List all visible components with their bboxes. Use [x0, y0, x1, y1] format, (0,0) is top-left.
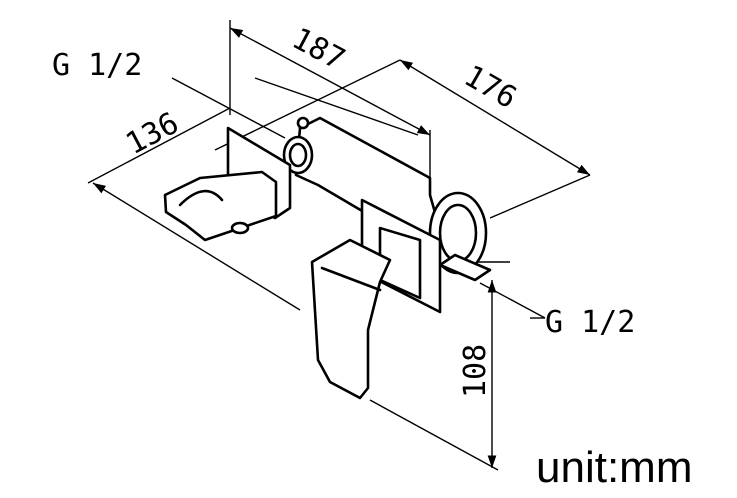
dim-176-label: 176 [458, 59, 522, 116]
dim-line-136 [92, 182, 301, 311]
inlet-base [438, 253, 492, 282]
dim-136-label: 136 [120, 106, 184, 162]
inlet-collar-inner [438, 203, 478, 263]
dimension-lines [87, 20, 591, 471]
dim-line-176-inner [254, 77, 419, 136]
thread-label-top: G 1/2 [52, 48, 142, 83]
dim-line-187 [229, 27, 431, 136]
lever-handle [310, 238, 392, 400]
thread-label-right: G 1/2 [545, 305, 635, 340]
holder-cradle [163, 170, 278, 242]
dim-108-label: 108 [458, 344, 493, 398]
faucet-body [163, 116, 492, 400]
holder-screw [230, 221, 250, 235]
ext-line-176-right [489, 174, 591, 219]
ext-line-108-bottom [369, 399, 499, 471]
ext-line-136-top [87, 107, 231, 184]
leader-top [171, 77, 286, 139]
dim-line-176 [399, 59, 591, 176]
outlet-ring-inner [288, 142, 308, 168]
unit-label: unit:mm [536, 443, 692, 492]
leader-right [479, 282, 546, 319]
lever-edge [320, 266, 382, 292]
pin-icon [296, 116, 310, 130]
holder-slot [178, 189, 224, 207]
dim-187-label: 187 [286, 21, 350, 77]
ext-line-176-left [214, 59, 401, 151]
